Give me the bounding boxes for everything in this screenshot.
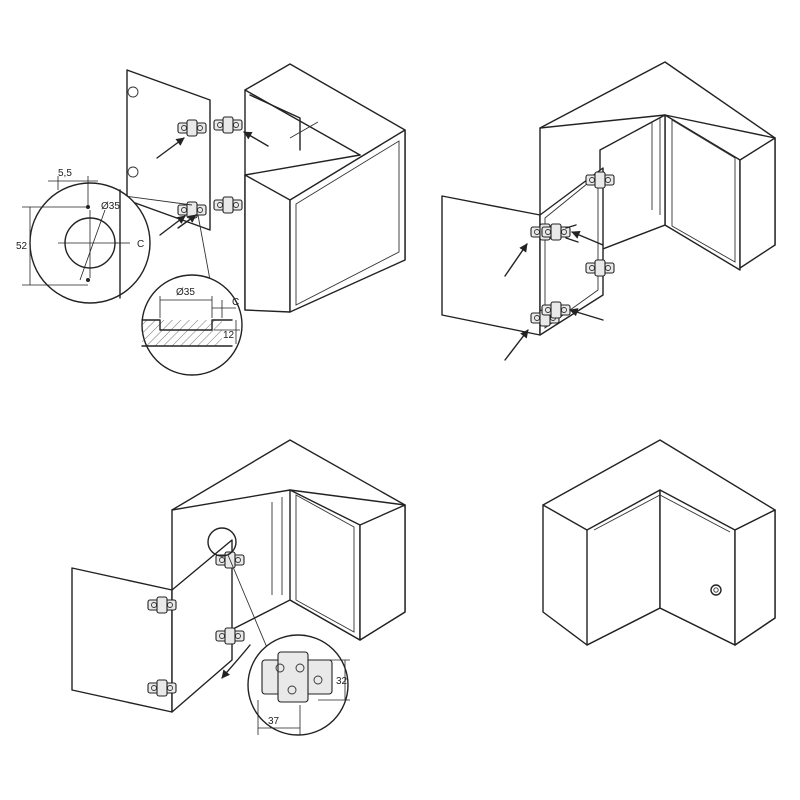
- section-diameter-label: Ø35: [176, 287, 195, 298]
- insertion-arrow-icon: [504, 243, 528, 277]
- step-2-mounting: [441, 61, 776, 361]
- depth-label: 12: [223, 330, 235, 341]
- cup-hole: [127, 86, 139, 98]
- drilling-detail: 5,5 Ø35 52 C: [16, 168, 151, 304]
- door-open: [71, 539, 233, 713]
- step-4-closed: [542, 439, 776, 646]
- insertion-arrow-icon: [569, 308, 604, 321]
- offset-label: 5,5: [58, 168, 72, 179]
- diameter-label: Ø35: [101, 201, 120, 212]
- corner-cabinet: [244, 63, 406, 313]
- hinge-plate-detail: 32 37: [247, 634, 350, 736]
- detail-marker: [207, 527, 237, 557]
- plate-height-label: 32: [336, 676, 348, 687]
- hinge-icon: [213, 196, 243, 214]
- section-detail: Ø35 C 12: [141, 274, 243, 376]
- swing-arrow-icon: [221, 644, 251, 679]
- cup-hole: [127, 166, 139, 178]
- insertion-arrow-icon: [243, 131, 269, 147]
- step-3-adjusting: 32 37: [71, 439, 406, 736]
- step-1-drilling: 5,5 Ø35 52 C Ø35 C 12: [16, 63, 406, 376]
- insertion-arrow-icon: [571, 231, 604, 246]
- clearance-label: C: [137, 239, 144, 250]
- section-clearance-label: C: [232, 297, 239, 308]
- corner-cabinet: [542, 439, 776, 646]
- insertion-arrow-icon: [156, 137, 185, 159]
- height-label: 52: [16, 241, 28, 252]
- insertion-arrow-icon: [177, 214, 197, 229]
- door-open: [441, 167, 604, 336]
- hinge-icon: [213, 116, 243, 134]
- insertion-arrow-icon: [504, 329, 529, 361]
- insertion-arrow-icon: [159, 215, 186, 236]
- knob-icon: [710, 584, 722, 596]
- plate-width-label: 37: [268, 716, 280, 727]
